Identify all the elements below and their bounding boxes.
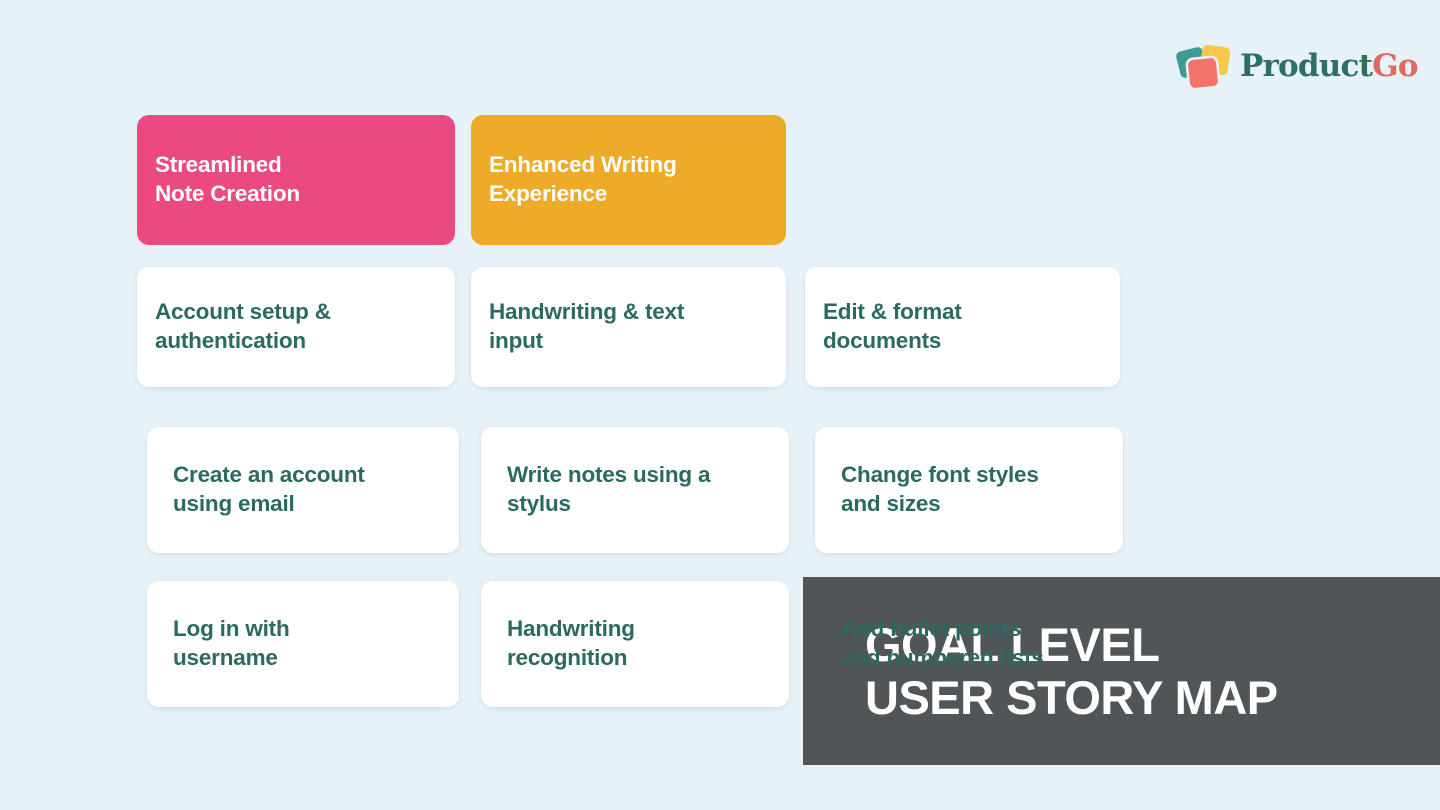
logo-word-go: Go bbox=[1372, 47, 1418, 84]
card-surface bbox=[815, 427, 1123, 553]
activity-card-edit-format-documents[interactable]: Edit & format documents bbox=[805, 267, 1120, 399]
story-card-create-account-email[interactable]: Create an account using email bbox=[137, 427, 459, 553]
card-surface bbox=[147, 427, 459, 553]
logo-square-coral-icon bbox=[1187, 57, 1219, 89]
story-card-handwriting-recognition[interactable]: Handwriting recognition bbox=[471, 581, 789, 707]
goal-card-label: Streamlined Note Creation bbox=[155, 152, 300, 206]
logo-squares-icon bbox=[1175, 43, 1240, 89]
card-surface bbox=[471, 267, 786, 387]
story-card-label: Add bullet points and numbered lists bbox=[841, 616, 1044, 670]
story-card-label: Create an account using email bbox=[173, 462, 365, 516]
activity-card-label: Account setup & authentication bbox=[155, 299, 331, 353]
activity-card-account-setup[interactable]: Account setup & authentication bbox=[137, 267, 455, 399]
title-overlay-banner: GOAL LEVEL USER STORY MAP bbox=[803, 577, 1440, 765]
card-surface bbox=[147, 581, 459, 707]
logo-word-product: Product bbox=[1240, 47, 1373, 84]
overlay-title-line-1: GOAL LEVEL bbox=[865, 617, 1160, 671]
card-surface bbox=[481, 427, 789, 553]
card-surface bbox=[481, 581, 789, 707]
card-surface bbox=[137, 267, 455, 387]
story-card-label: Handwriting recognition bbox=[507, 616, 635, 670]
goal-card-streamlined-note-creation[interactable]: Streamlined Note Creation bbox=[137, 115, 455, 245]
overlay-title-line-2: USER STORY MAP bbox=[865, 671, 1278, 724]
productgo-logo: ProductGo bbox=[1175, 42, 1418, 90]
story-card-label: Log in with username bbox=[173, 616, 290, 670]
story-card-log-in-username[interactable]: Log in with username bbox=[137, 581, 459, 707]
story-card-label: Change font styles and sizes bbox=[841, 462, 1039, 516]
activity-card-label: Edit & format documents bbox=[823, 299, 962, 353]
story-card-write-notes-stylus[interactable]: Write notes using a stylus bbox=[471, 427, 789, 553]
goal-card-enhanced-writing-experience[interactable]: Enhanced Writing Experience bbox=[471, 115, 786, 245]
logo-wordmark: ProductGo bbox=[1240, 47, 1418, 84]
activity-card-handwriting-text-input[interactable]: Handwriting & text input bbox=[471, 267, 786, 399]
goal-card-label: Enhanced Writing Experience bbox=[489, 152, 677, 206]
story-card-change-font-styles[interactable]: Change font styles and sizes bbox=[805, 427, 1123, 553]
card-surface bbox=[805, 267, 1120, 387]
story-card-label: Write notes using a stylus bbox=[507, 462, 711, 516]
activity-card-label: Handwriting & text input bbox=[489, 299, 685, 353]
